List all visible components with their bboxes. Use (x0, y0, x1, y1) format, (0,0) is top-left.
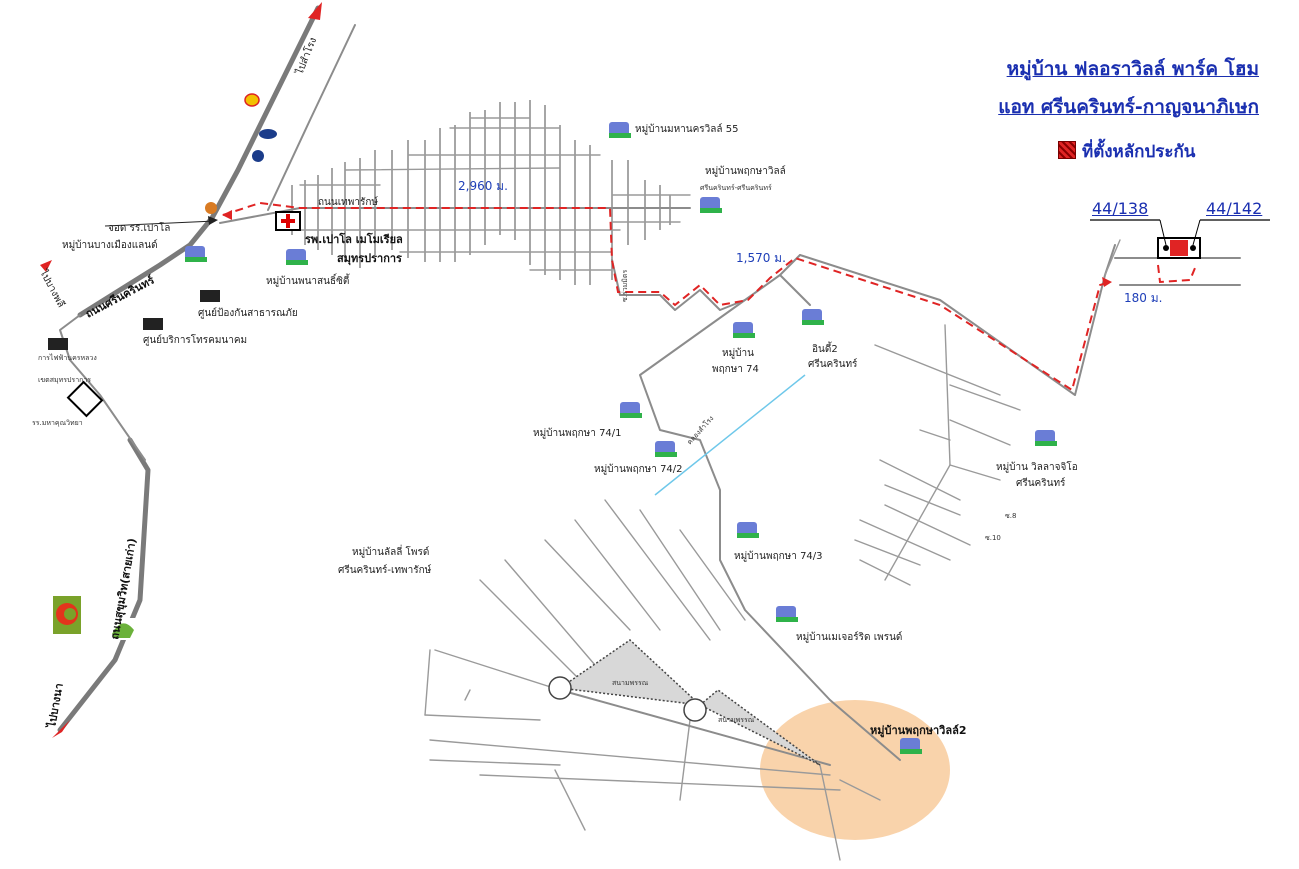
label-center2: ศูนย์บริการโทรคมนาคม (143, 333, 247, 346)
distance-2960: 2,960 ม. (458, 179, 508, 193)
road-srinakarin-upper (77, 5, 321, 318)
triangle-area-1 (557, 639, 703, 707)
shell-icon (244, 93, 260, 107)
gas-station-icon (205, 202, 217, 214)
triangle-area-2 (698, 689, 821, 766)
label-bangmuang: หมู่บ้านบางเมืองแลนด์ (62, 239, 158, 251)
label-pruksa74-1: หมู่บ้านพฤกษา 74/1 (533, 427, 622, 439)
label-indy-2: ศรีนครินทร์ (808, 358, 858, 370)
label-soi10: ซ.10 (985, 534, 1001, 542)
route-line (222, 201, 1111, 392)
label-to-wat: จอด รร.เปาโล (108, 221, 170, 234)
soi-grid (291, 100, 691, 285)
distance-180: 180 ม. (1124, 291, 1162, 305)
label-merit: หมู่บ้านเมเจอร์ริด เพรนด์ (796, 631, 902, 643)
label-mahanakorn: หมู่บ้านมหานครวิลล์ 55 (635, 123, 738, 135)
label-thepharak: ถนนเทพารักษ์ (318, 196, 378, 208)
ford-icon (259, 129, 277, 139)
label-villaggio-2: ศรีนครินทร์ (1016, 477, 1066, 489)
building-icon-3 (48, 338, 68, 350)
label-lalin: หมู่บ้านลัลลี่ โพรด์ (352, 544, 429, 558)
label-pruksa74-2: หมู่บ้านพฤกษา 74/2 (594, 463, 683, 475)
label-villaggio: หมู่บ้าน วิลลาจจิโอ (996, 460, 1078, 473)
label-electric-2: เขตสมุทรปราการ (38, 376, 91, 384)
label-pruksa-ville: หมู่บ้านพฤกษาวิลล์ (705, 165, 786, 177)
collateral-location (1090, 219, 1270, 259)
label-pruksa-ville-2: ศรีนครินทร์-ศรีนครินทร์ (700, 184, 772, 192)
label-electric: การไฟฟ้านครหลวง (38, 353, 97, 362)
label-school: รร.มหาคุณวิทยา (32, 419, 83, 427)
label-to-bangphli: ไปบางพลี (37, 267, 67, 310)
distance-1570: 1,570 ม. (736, 251, 786, 265)
label-phanasan: หมู่บ้านพนาสนธิ์ซิตี้ (266, 273, 350, 287)
hospital-icon (275, 211, 301, 231)
label-pruksa74-3: หมู่บ้านพฤกษา 74/3 (734, 550, 823, 562)
label-center1: ศูนย์ป้องกันสาธารณภัย (198, 307, 298, 319)
label-pruksa74: หมู่บ้าน (722, 347, 754, 359)
label-triangle-1: สนามพรรณ (612, 679, 649, 687)
legend: ที่ตั้งหลักประกัน (1058, 138, 1195, 165)
label-pruksa-ville-2b: หมู่บ้านพฤกษาวิลล์2 (870, 724, 967, 738)
road-srinakarin-lower (59, 314, 146, 461)
label-pruksa74-b: พฤกษา 74 (712, 364, 759, 375)
title-line-1: หมู่บ้าน ฟลอราวิลล์ พาร์ค โฮม (1006, 58, 1259, 80)
legend-label: ที่ตั้งหลักประกัน (1082, 142, 1196, 162)
label-lalin-2: ศรีนครินทร์-เทพารักษ์ (338, 564, 432, 576)
label-paolo: รพ.เปาโล เมโมเรียล (305, 232, 403, 246)
label-srinakarin: ถนนศรีนครินทร์ (83, 273, 156, 320)
plot-number-right: 44/142 (1206, 199, 1263, 218)
legend-swatch-icon (1058, 141, 1076, 159)
village-icons (185, 122, 1057, 754)
school-icon (66, 380, 104, 418)
building-icon-1 (200, 290, 220, 302)
road-sukhumvit (57, 437, 151, 733)
building-icon-2 (143, 318, 163, 330)
destination-highlight (760, 700, 950, 840)
fuel-icon (252, 150, 264, 162)
label-triangle-2: สนามพรรณ (718, 716, 755, 724)
plot-number-left: 44/138 (1092, 199, 1149, 218)
canal (654, 374, 806, 496)
label-soi8: ซ.8 (1005, 512, 1016, 520)
label-indy: อินดี้2 (812, 341, 838, 355)
label-paolo-2: สมุทรปราการ (337, 252, 402, 266)
label-soi-side: ซ.ร่วมมิตร (621, 270, 629, 302)
title-line-2: แอท ศรีนครินทร์-กาญจนาภิเษก (998, 96, 1259, 118)
